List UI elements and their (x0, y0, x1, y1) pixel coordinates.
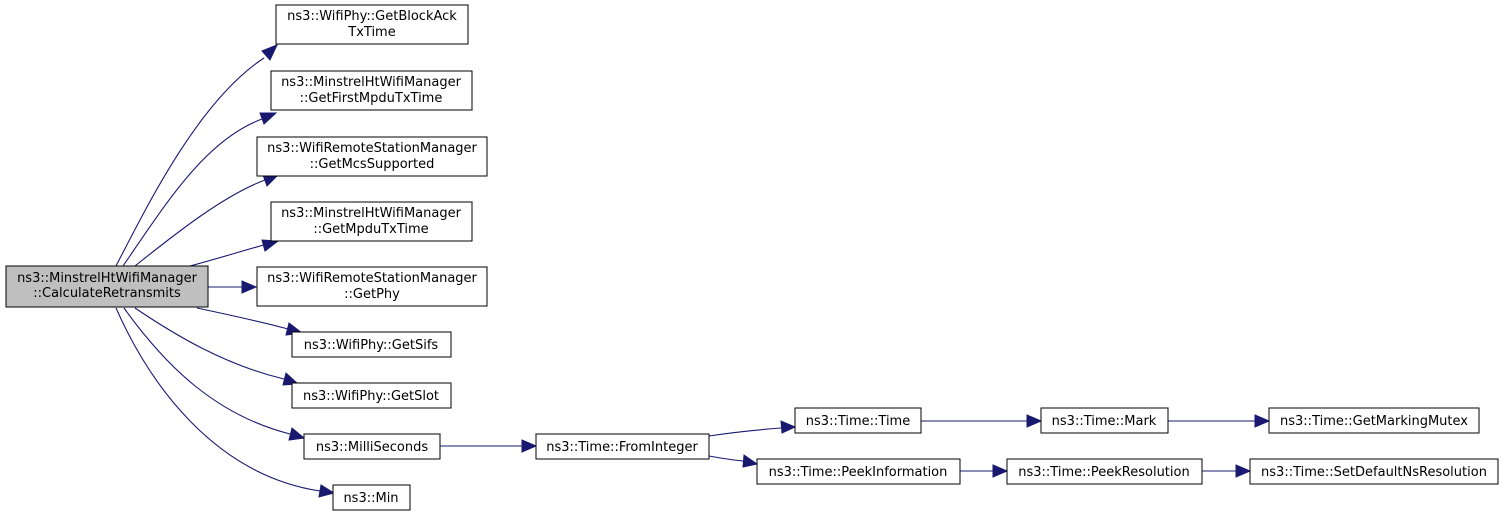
node-min[interactable]: ns3::Min (332, 484, 411, 511)
node-time-peek-information-label: ns3::Time::PeekInformation (769, 465, 948, 480)
edge-calculate-retransmits-to-milli-seconds (123, 307, 306, 441)
node-get-slot[interactable]: ns3::WifiPhy::GetSlot (291, 382, 452, 409)
node-get-first-mpdu-tx-time[interactable]: ns3::MinstrelHtWifiManager ::GetFirstMpd… (270, 70, 473, 111)
node-time-time[interactable]: ns3::Time::Time (794, 407, 922, 434)
edge-time-mark-to-time-get-marking-mutex (1168, 414, 1271, 428)
node-time-get-marking-mutex-label: ns3::Time::GetMarkingMutex (1280, 414, 1468, 429)
node-get-mpdu-tx-time[interactable]: ns3::MinstrelHtWifiManager ::GetMpduTxTi… (270, 201, 473, 242)
node-get-first-mpdu-tx-time-line-1: ns3::MinstrelHtWifiManager (281, 75, 462, 90)
node-time-from-integer[interactable]: ns3::Time::FromInteger (535, 433, 710, 460)
node-time-peek-resolution[interactable]: ns3::Time::PeekResolution (1006, 458, 1203, 485)
node-time-mark-label: ns3::Time::Mark (1052, 414, 1157, 429)
edge-time-peek-resolution-to-time-set-default-ns-resolution (1202, 464, 1252, 478)
node-get-phy-line-1: ns3::WifiRemoteStationManager (267, 271, 477, 286)
node-get-mpdu-tx-time-line-1: ns3::MinstrelHtWifiManager (281, 206, 462, 221)
edge-milli-seconds-to-time-from-integer (440, 439, 538, 453)
node-time-peek-information[interactable]: ns3::Time::PeekInformation (756, 458, 961, 485)
edge-time-from-integer-to-time-time (708, 420, 797, 437)
edge-time-time-to-time-mark (921, 414, 1043, 428)
node-get-phy-line-2: ::GetPhy (344, 287, 400, 302)
node-get-mpdu-tx-time-line-2: ::GetMpduTxTime (313, 222, 428, 237)
edge-time-peek-information-to-time-peek-resolution (960, 464, 1009, 478)
node-get-sifs-label: ns3::WifiPhy::GetSifs (304, 338, 439, 353)
edge-calculate-retransmits-to-get-mpdu-tx-time (189, 239, 280, 267)
edge-calculate-retransmits-to-get-first-mpdu-tx-time (122, 112, 278, 267)
node-calculate-retransmits[interactable]: ns3::MinstrelHtWifiManager ::CalculateRe… (5, 265, 209, 308)
node-time-get-marking-mutex[interactable]: ns3::Time::GetMarkingMutex (1268, 407, 1480, 434)
node-time-mark[interactable]: ns3::Time::Mark (1040, 407, 1169, 434)
node-get-mcs-supported-line-2: ::GetMcsSupported (310, 157, 435, 172)
node-time-time-label: ns3::Time::Time (806, 414, 910, 429)
edge-calculate-retransmits-to-get-block-ack-tx-time (115, 44, 278, 267)
node-get-block-ack-tx-time-line-1: ns3::WifiPhy::GetBlockAck (287, 9, 457, 24)
node-get-slot-label: ns3::WifiPhy::GetSlot (303, 389, 439, 404)
node-get-first-mpdu-tx-time-line-2: ::GetFirstMpduTxTime (300, 91, 443, 106)
node-time-from-integer-label: ns3::Time::FromInteger (546, 440, 698, 455)
node-time-set-default-ns-resolution[interactable]: ns3::Time::SetDefaultNsResolution (1249, 458, 1499, 485)
node-get-block-ack-tx-time-line-2: TxTime (347, 25, 395, 40)
edge-time-from-integer-to-time-peek-information (708, 454, 759, 468)
node-time-peek-resolution-label: ns3::Time::PeekResolution (1018, 465, 1189, 480)
node-get-phy[interactable]: ns3::WifiRemoteStationManager ::GetPhy (256, 266, 488, 307)
edge-calculate-retransmits-to-get-slot (134, 307, 300, 386)
node-get-sifs[interactable]: ns3::WifiPhy::GetSifs (291, 331, 452, 358)
node-get-mcs-supported[interactable]: ns3::WifiRemoteStationManager ::GetMcsSu… (256, 136, 488, 177)
edge-calculate-retransmits-to-min (115, 307, 336, 498)
node-calculate-retransmits-line-2: ::CalculateRetransmits (33, 286, 181, 301)
node-min-label: ns3::Min (343, 491, 398, 506)
node-get-mcs-supported-line-1: ns3::WifiRemoteStationManager (267, 141, 477, 156)
edge-calculate-retransmits-to-get-sifs (196, 307, 304, 336)
node-get-block-ack-tx-time[interactable]: ns3::WifiPhy::GetBlockAck TxTime (275, 4, 469, 45)
node-time-set-default-ns-resolution-label: ns3::Time::SetDefaultNsResolution (1261, 465, 1487, 480)
edge-calculate-retransmits-to-get-mcs-supported (134, 173, 281, 267)
edge-calculate-retransmits-to-get-phy (208, 280, 258, 294)
node-calculate-retransmits-line-1: ns3::MinstrelHtWifiManager (17, 271, 198, 286)
node-milli-seconds-label: ns3::MilliSeconds (316, 440, 429, 455)
node-milli-seconds[interactable]: ns3::MilliSeconds (303, 433, 441, 460)
